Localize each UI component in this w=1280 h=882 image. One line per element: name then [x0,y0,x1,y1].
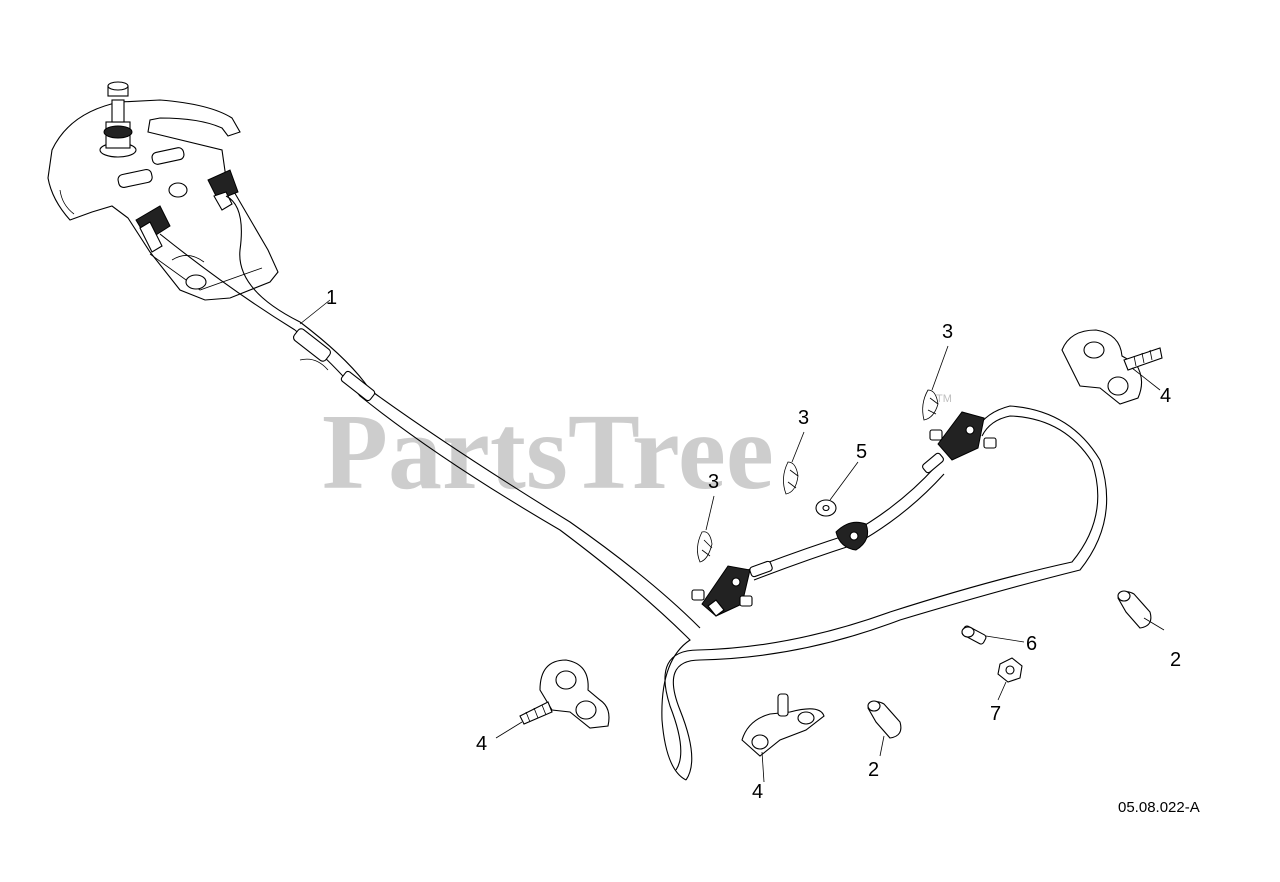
hex-nut[interactable] [997,657,1023,683]
callout-5: 5 [856,441,867,463]
chute-control-bracket[interactable] [47,99,279,301]
hairpin-clip-a[interactable] [697,531,713,563]
drawing-id: 05.08.022-A [1118,799,1200,816]
callout-3-left: 3 [708,471,719,493]
shoulder-bolt[interactable] [961,625,987,645]
callout-2-bottom: 2 [868,759,879,781]
cable-end-bracket-right[interactable] [929,411,997,461]
callout-2-right: 2 [1170,649,1181,671]
callout-4-left: 4 [476,733,487,755]
inner-wire-linkage[interactable] [747,452,945,581]
control-cable[interactable] [159,195,1108,781]
cable-clamp-a[interactable] [519,659,610,729]
callout-7: 7 [990,703,1001,725]
callout-1: 1 [326,287,337,309]
callout-3-top: 3 [942,321,953,343]
swivel-link[interactable] [835,521,869,551]
watermark-trademark: TM [936,393,952,405]
clevis-pin-b[interactable] [1117,590,1152,629]
callout-6: 6 [1026,633,1037,655]
cable-clamp-c[interactable] [1061,329,1163,405]
clevis-pin-a[interactable] [867,700,902,739]
hairpin-clip-c[interactable] [922,389,939,421]
washer[interactable] [815,499,837,517]
cable-end-bracket-left[interactable] [691,565,753,617]
hairpin-clip-b[interactable] [783,461,799,495]
leader-lines [299,299,1165,783]
cable-fitting-right[interactable] [207,169,239,211]
swivel-post[interactable] [99,81,137,158]
callout-4-bottom: 4 [752,781,763,803]
callout-3-middle: 3 [798,407,809,429]
cable-fitting-left[interactable] [135,205,171,253]
watermark-logo: PartsTree [322,393,774,512]
callout-4-right: 4 [1160,385,1171,407]
cable-clamp-b[interactable] [741,693,825,757]
